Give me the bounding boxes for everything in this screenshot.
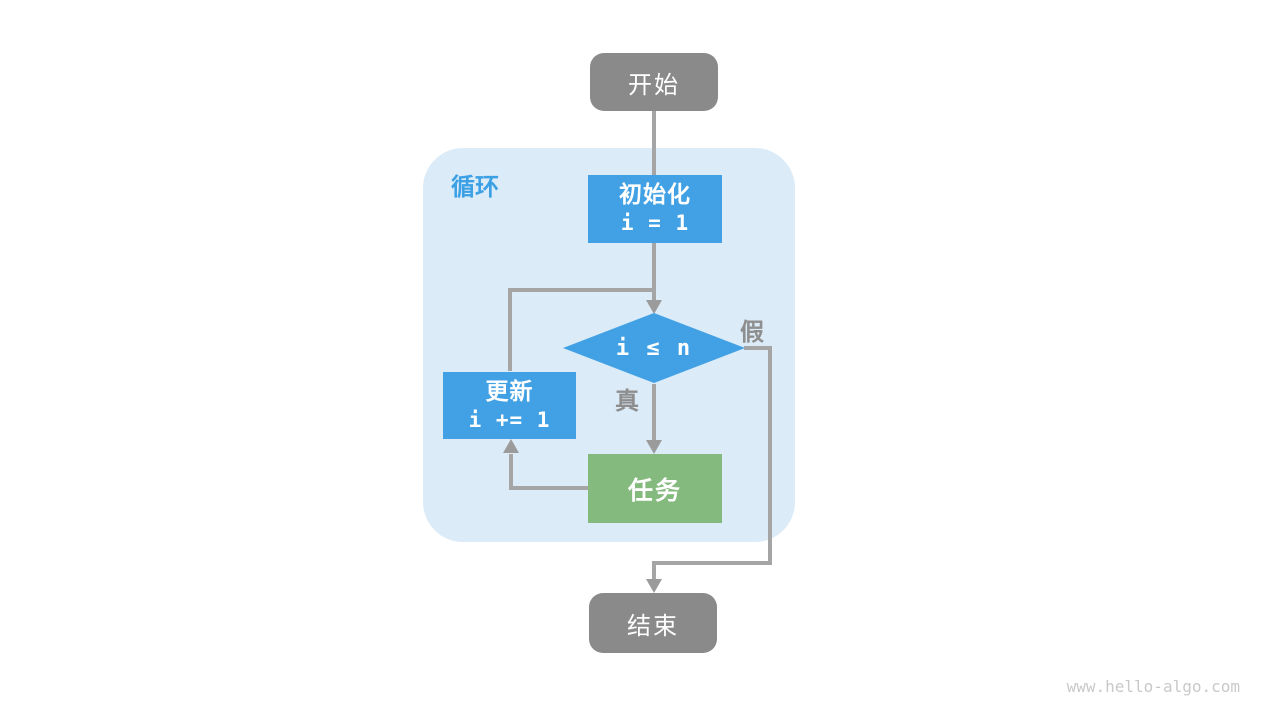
start-node: 开始 <box>590 53 718 111</box>
edge-task-to-update <box>509 454 588 490</box>
update-node: 更新 i += 1 <box>443 372 576 439</box>
end-node-label: 结束 <box>627 612 679 640</box>
task-node: 任务 <box>588 454 722 523</box>
arrowhead-into-condition <box>646 300 662 314</box>
task-node-label: 任务 <box>627 476 682 505</box>
arrowhead-into-task <box>646 440 662 454</box>
site-watermark: www.hello-algo.com <box>1066 677 1240 696</box>
edge-condition-to-end <box>652 346 772 581</box>
update-node-label: 更新 <box>485 377 534 404</box>
arrowhead-into-update <box>503 439 519 453</box>
init-node-code: i = 1 <box>620 211 690 236</box>
edge-label-false: 假 <box>740 319 764 346</box>
init-node: 初始化 i = 1 <box>588 175 722 243</box>
edge-label-true: 真 <box>615 388 639 415</box>
condition-expression: i ≤ n <box>615 335 693 361</box>
loop-scope-label: 循环 <box>451 174 499 201</box>
end-node: 结束 <box>589 593 717 653</box>
start-node-label: 开始 <box>628 71 680 99</box>
arrowhead-into-end <box>646 579 662 593</box>
edge-update-loopback <box>508 288 652 371</box>
update-node-code: i += 1 <box>468 407 551 432</box>
init-node-label: 初始化 <box>619 181 691 208</box>
